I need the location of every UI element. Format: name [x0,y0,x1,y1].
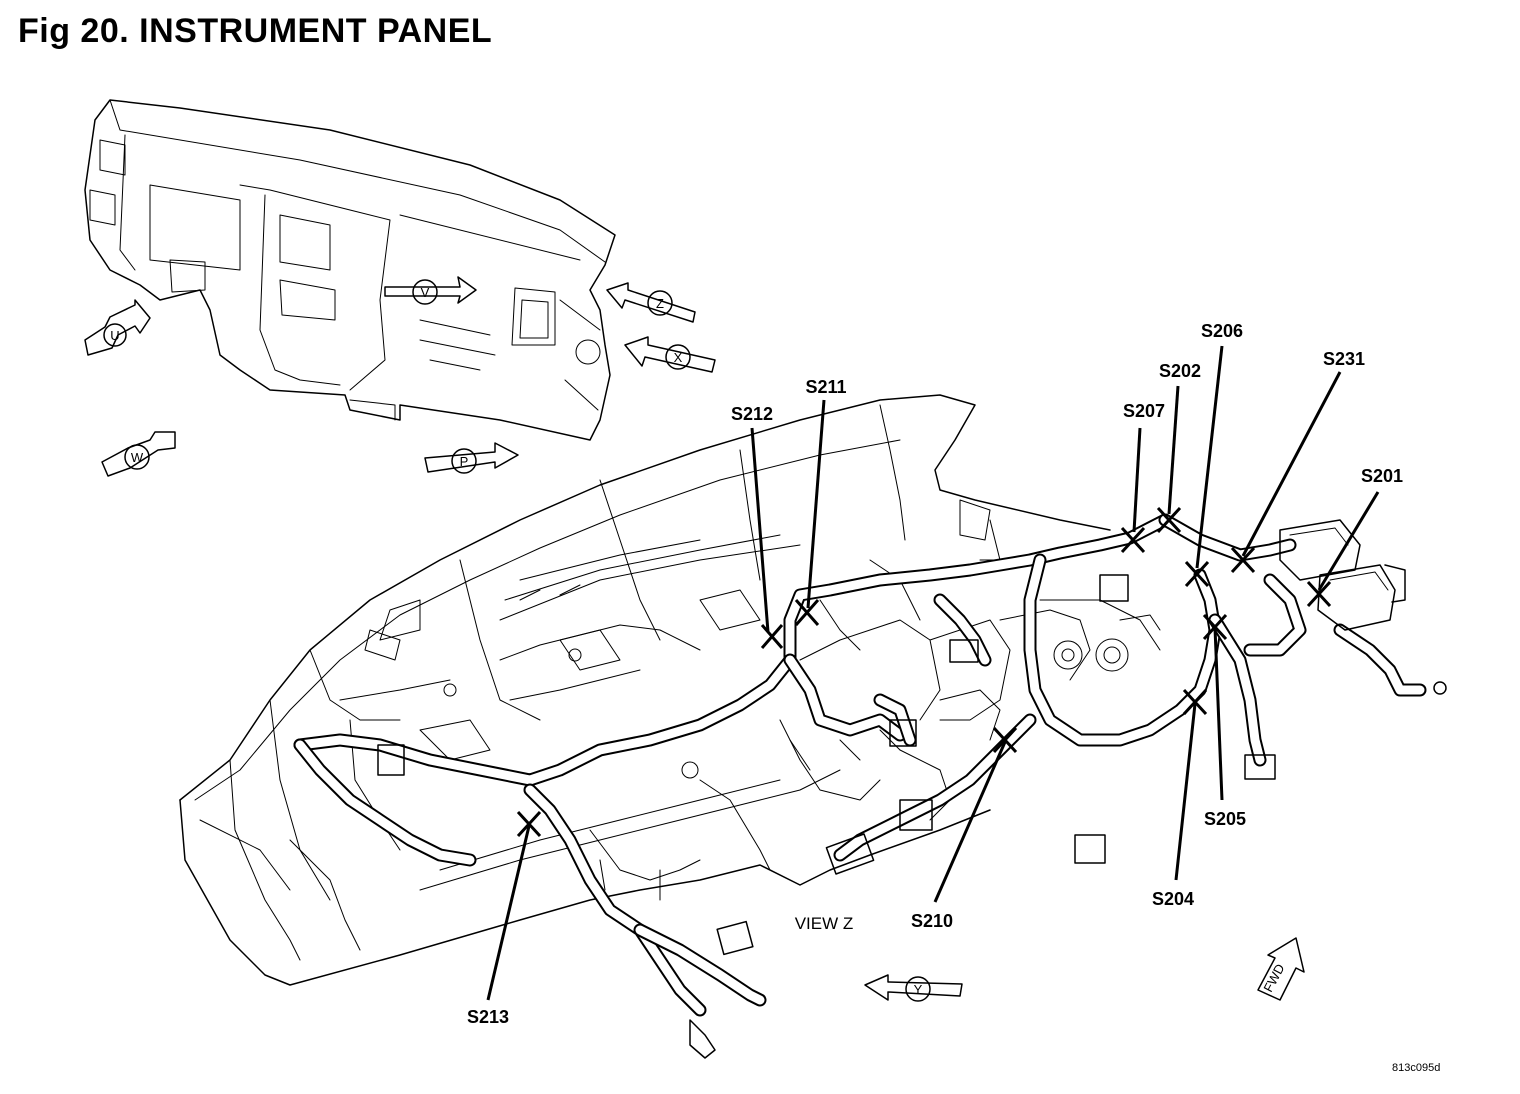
splice-mark-s231 [1230,546,1256,574]
view-arrow-z: Z [606,282,696,323]
leader-s210 [933,741,1007,903]
figure-code: 813c095d [1392,1062,1441,1074]
splice-mark-s213 [516,810,542,838]
figure-title: Fig 20. INSTRUMENT PANEL [18,12,493,50]
splice-mark-s206 [1184,560,1210,588]
view-arrow-z-letter: Z [656,296,664,311]
view-arrow-p: P [424,442,519,474]
splice-mark-s205 [1202,613,1228,641]
splice-label-s207: S207 [1123,401,1165,421]
splice-label-s210: S210 [911,911,953,931]
splice-mark-s211 [794,599,820,626]
view-arrow-x: X [624,336,716,373]
view-arrow-p-letter: P [460,454,469,469]
view-arrow-x-letter: X [674,350,683,365]
splice-label-s204: S204 [1152,889,1194,909]
leader-s206 [1195,345,1224,569]
fwd-arrow-label: FWD [1260,961,1287,994]
overview-dashboard [84,99,616,441]
leader-s204 [1174,703,1197,881]
splice-labels: S212 S211 S207 S202 S206 S231 S201 S205 … [467,321,1403,1027]
splice-mark-s210 [992,726,1018,754]
view-arrow-y: Y [864,974,963,1002]
connector-upper-right [1099,574,1129,602]
connector-lower-right [1074,834,1106,864]
view-arrow-w-letter: W [131,450,144,465]
splice-label-s206: S206 [1201,321,1243,341]
splice-mark-s201 [1306,580,1332,608]
main-dashboard [179,394,1161,986]
view-arrows: U V Z X W P [84,276,963,1002]
splice-mark-s202 [1156,506,1182,534]
connector-left [377,744,405,776]
connector-right-drop [1244,754,1276,780]
view-arrow-v: V [384,276,477,305]
connector-center [949,639,979,663]
splice-mark-s204 [1182,688,1208,716]
view-arrow-u: U [84,299,151,356]
connector-lower-center [825,833,875,875]
splice-label-s213: S213 [467,1007,509,1027]
leader-s231 [1241,371,1342,557]
junction-block [1279,519,1406,631]
splice-label-s211: S211 [805,377,846,397]
splice-label-s201: S201 [1361,466,1403,486]
connector-center-lower [889,719,917,747]
leader-s211 [806,399,826,609]
leader-s202 [1167,385,1180,515]
view-caption: VIEW Z [795,914,854,933]
view-arrow-u-letter: U [110,328,119,343]
leader-s212 [750,427,770,633]
connector-bottom-pigtail [716,920,754,956]
leader-s201 [1317,491,1380,591]
ground-eyelet-right [1433,681,1447,695]
leader-s205 [1213,627,1224,801]
leader-s213 [486,825,531,1001]
splice-label-s212: S212 [731,404,773,424]
splice-label-s231: S231 [1323,349,1365,369]
splice-mark-s207 [1120,526,1146,554]
view-arrow-v-letter: V [421,285,430,300]
connector-mid-lower [899,799,933,831]
splice-label-s202: S202 [1159,361,1201,381]
splice-mark-s212 [760,624,784,649]
leader-lines [486,345,1380,1001]
fwd-arrow: FWD [1257,937,1305,1001]
ground-eyelet-bottom [689,1019,716,1059]
view-arrow-y-letter: Y [914,982,923,997]
connectors [377,519,1447,1059]
splice-label-s205: S205 [1204,809,1246,829]
view-arrow-w: W [101,431,176,477]
splice-marks [516,506,1332,838]
leader-s207 [1132,427,1142,533]
